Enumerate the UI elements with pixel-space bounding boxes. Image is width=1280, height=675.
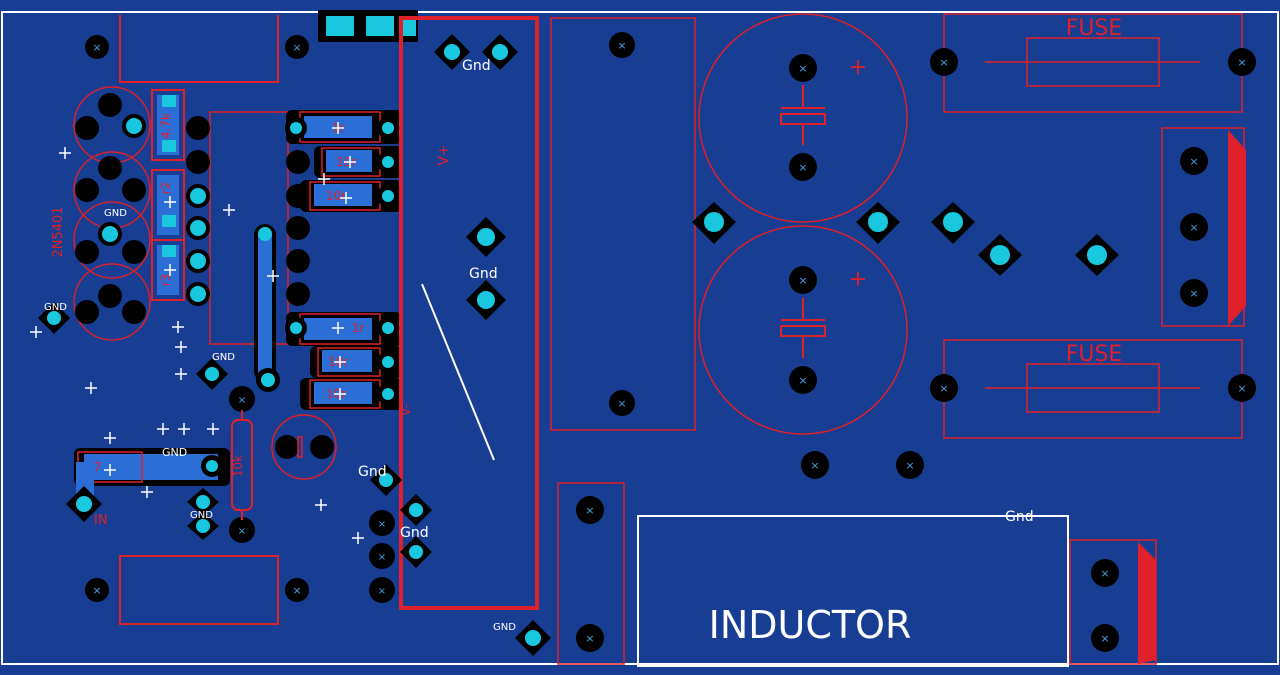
input-label: IN: [94, 513, 108, 528]
gnd-mid-left-label: GND: [212, 352, 235, 363]
input-area: 47 IN GND: [66, 446, 230, 528]
power-strip: V+ V- Gnd Gnd: [399, 16, 539, 610]
svg-text:×: ×: [238, 395, 246, 406]
fuse-top: × × FUSE: [930, 13, 1256, 113]
gnd-strip-lower-label: Gnd: [400, 525, 429, 541]
gnd-strip-lower-left-label: Gnd: [358, 464, 387, 480]
svg-text:×: ×: [292, 584, 301, 597]
transistor-group: 2N5401 GND: [51, 86, 151, 341]
board-outline: [1, 11, 1279, 665]
svg-text:×: ×: [1100, 567, 1109, 580]
svg-text:×: ×: [617, 39, 626, 52]
svg-text:×: ×: [905, 459, 914, 472]
svg-text:×: ×: [585, 504, 594, 517]
v-plus-label: V+: [436, 144, 452, 165]
capacitor-top: × × +: [698, 13, 908, 223]
silk-crosses: [30, 122, 364, 544]
fuse-bottom: × × FUSE: [930, 339, 1256, 439]
smd-pads-top: [318, 10, 418, 42]
resistor-stack-lower: 1r 10r 10r: [285, 312, 402, 410]
svg-text:×: ×: [1189, 221, 1198, 234]
svg-text:×: ×: [378, 552, 386, 563]
connector-top-left: × ×: [85, 15, 309, 83]
fuse-bottom-label: FUSE: [1066, 342, 1123, 367]
connector-bottom-center: × ×: [557, 482, 625, 665]
small-capacitor: [271, 414, 337, 480]
svg-text:×: ×: [798, 374, 807, 387]
terminal-block-bottom-right: × ×: [1069, 539, 1157, 665]
resistor-47k-label: 4.7k: [159, 113, 173, 139]
svg-text:×: ×: [1189, 155, 1198, 168]
svg-text:×: ×: [810, 459, 819, 472]
resistor-10k-label: 10k: [231, 455, 245, 477]
gnd-pads-misc: GND GND GND Gnd Gnd × × × GND: [38, 302, 551, 656]
svg-text:×: ×: [1237, 382, 1246, 395]
svg-text:×: ×: [798, 62, 807, 75]
terminal-block-right: × × ×: [1161, 127, 1246, 327]
v-minus-label: V-: [399, 404, 413, 416]
resistor-left-b-label: r3: [159, 274, 173, 287]
gnd-left-label: GND: [44, 302, 67, 313]
transistor-gnd-label: GND: [104, 208, 127, 219]
resistor-10k: × × 10k: [229, 386, 255, 543]
inductor-gnd-label: Gnd: [1005, 509, 1034, 525]
connector-bottom-left: × ×: [85, 555, 309, 625]
inductor-label: INDUCTOR: [709, 603, 912, 647]
gnd-bottom-label: GND: [493, 622, 516, 633]
svg-text:×: ×: [92, 584, 101, 597]
resistor-r4-label: 1r: [352, 321, 365, 335]
svg-text:×: ×: [798, 274, 807, 287]
inductor: INDUCTOR Gnd: [637, 509, 1069, 667]
svg-text:×: ×: [378, 519, 386, 530]
svg-text:×: ×: [939, 56, 948, 69]
gnd-top-strip-label: Gnd: [462, 58, 491, 74]
svg-text:×: ×: [238, 526, 246, 537]
cap-top-polarity: +: [849, 55, 867, 80]
resistor-left-a-label: r2: [159, 182, 173, 195]
svg-text:×: ×: [1189, 287, 1198, 300]
svg-text:×: ×: [378, 586, 386, 597]
svg-text:×: ×: [617, 397, 626, 410]
svg-text:×: ×: [92, 41, 101, 54]
capacitor-bottom: × × +: [698, 225, 908, 435]
fuse-top-label: FUSE: [1066, 16, 1123, 41]
svg-text:×: ×: [939, 382, 948, 395]
svg-text:×: ×: [1237, 56, 1246, 69]
transistor-part-label: 2N5401: [51, 206, 66, 257]
svg-text:×: ×: [798, 161, 807, 174]
resistor-r3-label: 10r: [326, 189, 346, 203]
cap-bottom-polarity: +: [849, 267, 867, 292]
gnd-center-strip-label: Gnd: [469, 266, 498, 282]
ic-footprint: [186, 111, 310, 345]
center-pads: × ×: [692, 202, 1119, 479]
gnd-input-pad-label: GND: [190, 510, 213, 521]
resistor-stack-upper: 1r 10r 10r: [285, 110, 402, 212]
svg-text:×: ×: [585, 632, 594, 645]
input-gnd-trace-label: GND: [162, 446, 187, 459]
svg-text:×: ×: [292, 41, 301, 54]
svg-text:×: ×: [1100, 632, 1109, 645]
trace-vertical: [254, 224, 280, 392]
